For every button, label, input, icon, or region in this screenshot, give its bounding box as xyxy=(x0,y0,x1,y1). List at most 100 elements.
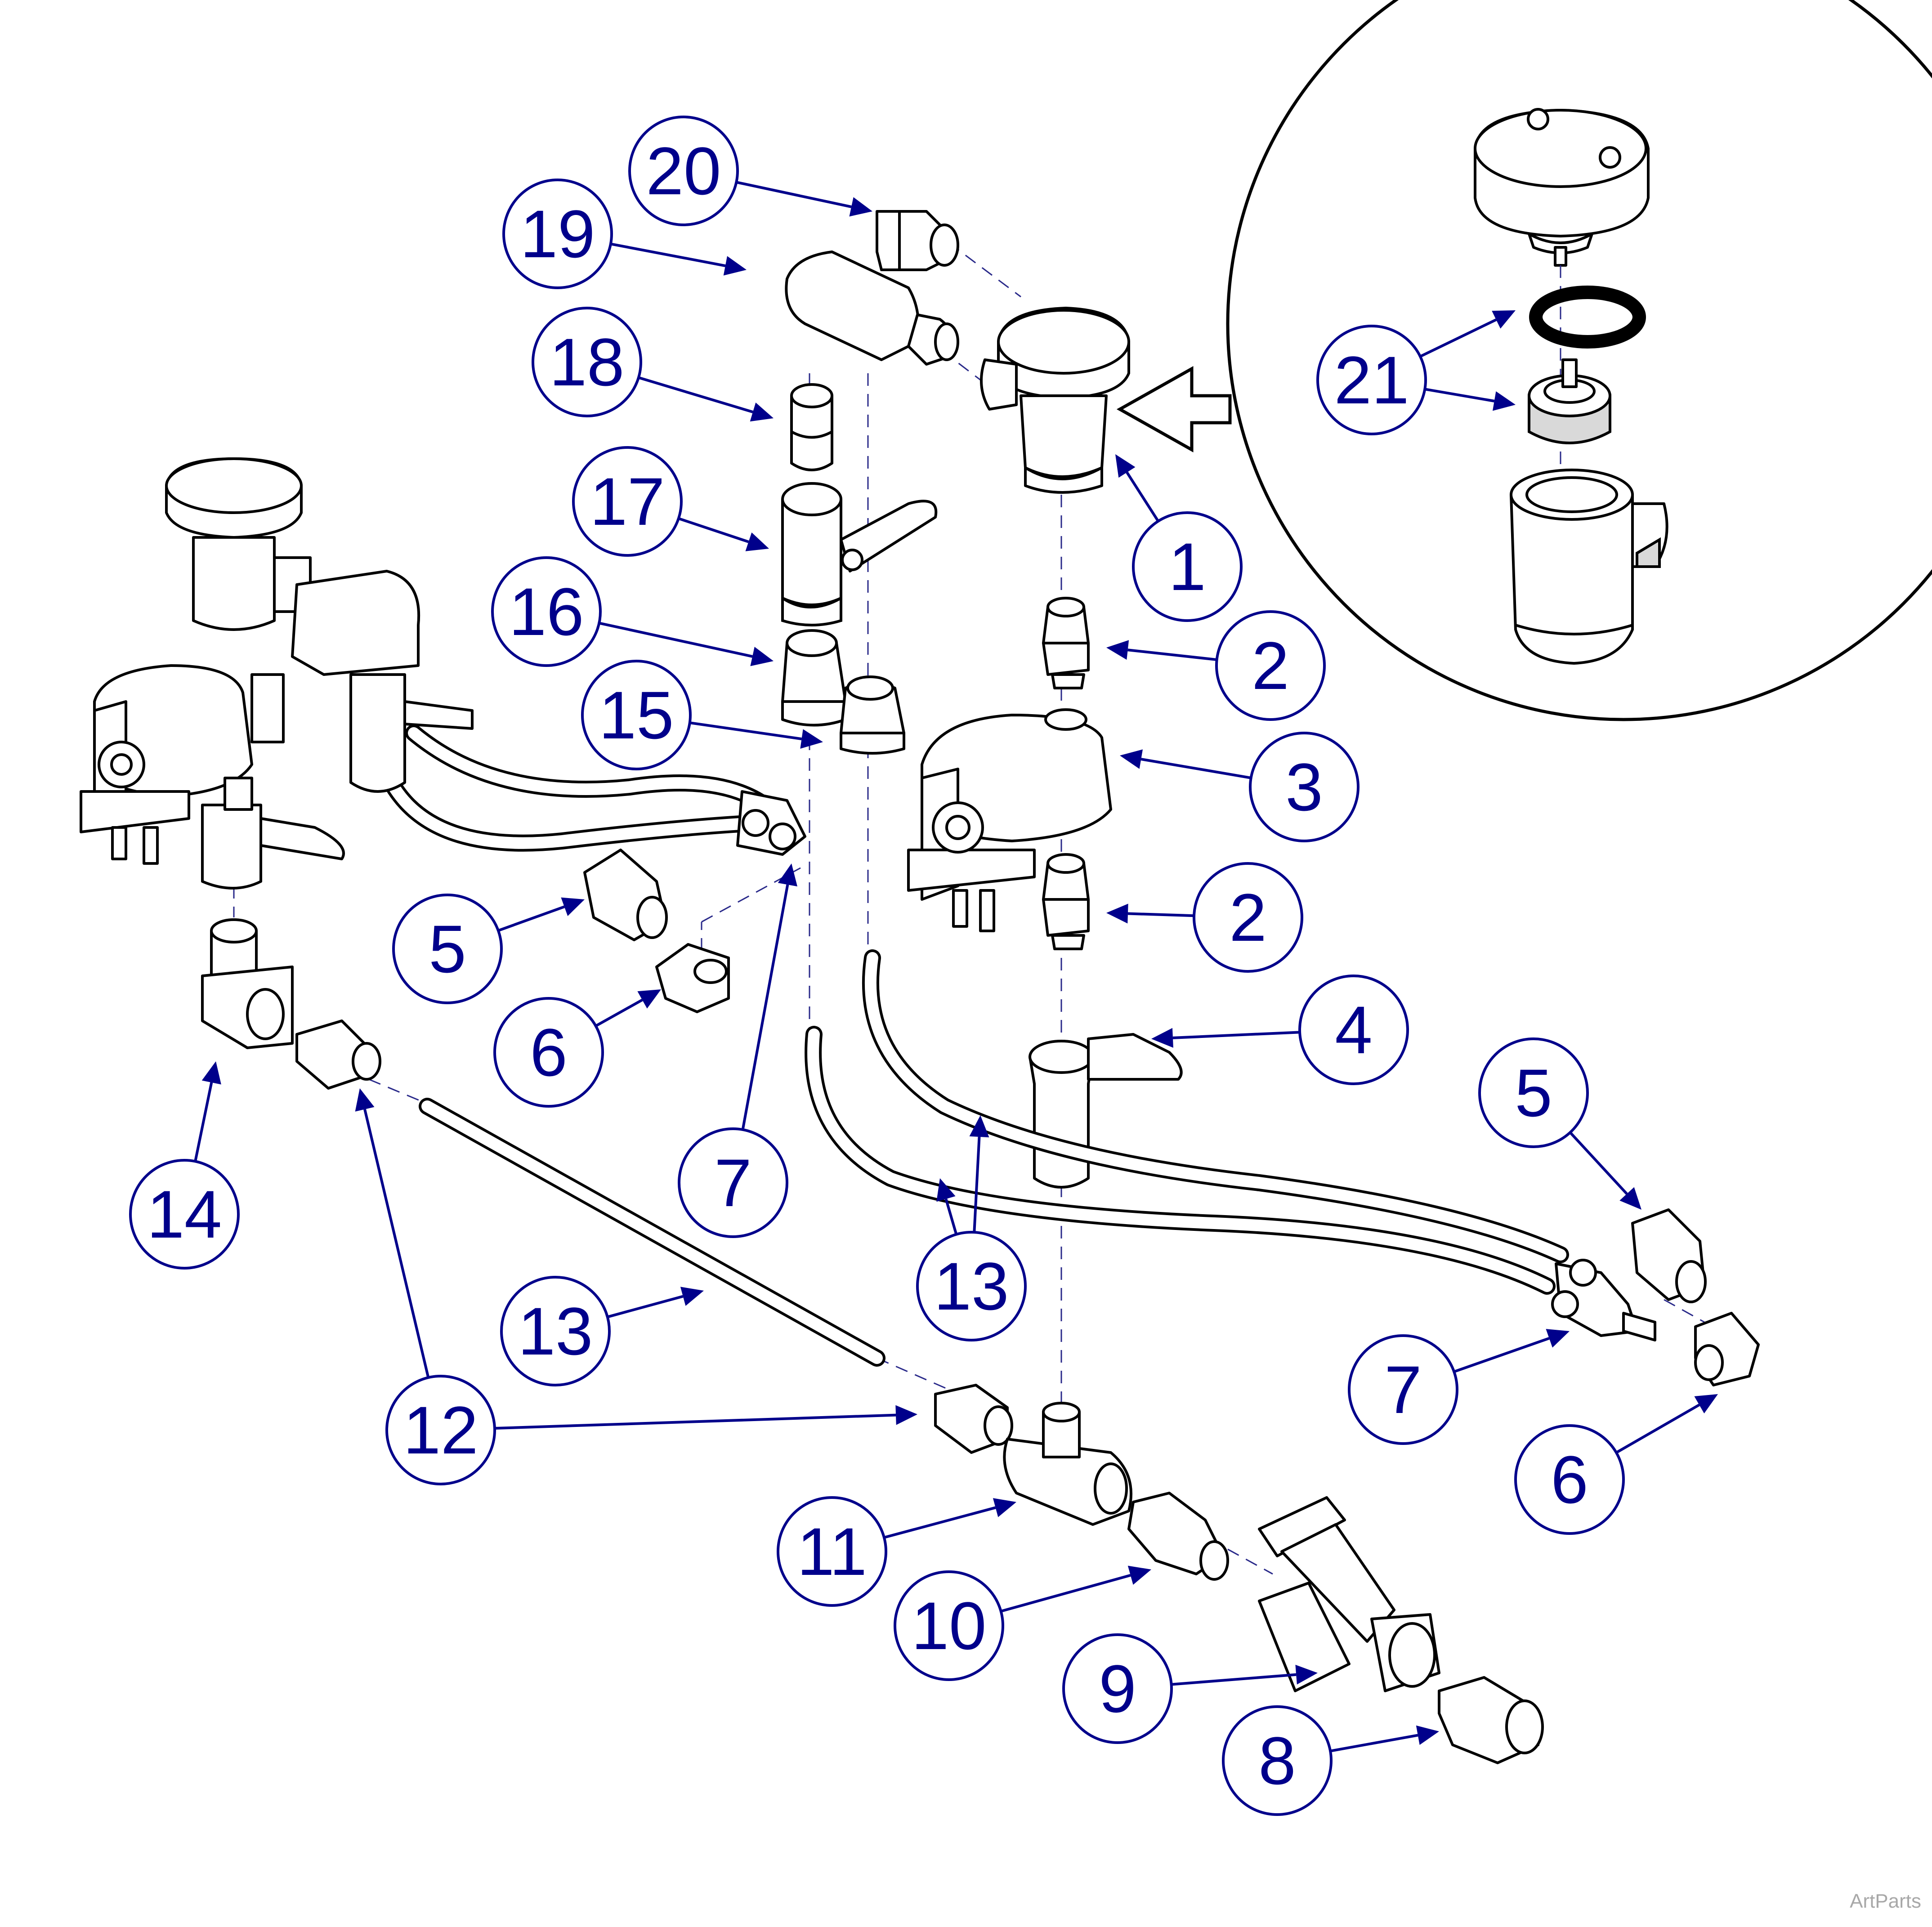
callout-circle-10 xyxy=(894,1570,1004,1681)
part-10-nipple xyxy=(1127,1492,1229,1581)
callout-label-2: 2 xyxy=(1252,628,1289,703)
callout-circle-7 xyxy=(678,1127,788,1238)
leader-arrowhead-5 xyxy=(561,897,585,916)
callout-circle-13 xyxy=(500,1276,611,1386)
leader-line-7 xyxy=(1453,1337,1550,1373)
leader-line-21 xyxy=(1424,388,1495,402)
callout-label-21: 21 xyxy=(1334,342,1409,418)
callout-circle-18 xyxy=(532,307,642,417)
callout-label-17: 17 xyxy=(590,464,665,539)
detail-pointer-arrow xyxy=(1116,366,1232,452)
part-19-tee-block xyxy=(785,250,959,366)
leader-line-7 xyxy=(741,884,789,1130)
leader-arrowhead-4 xyxy=(1151,1028,1173,1048)
leader-arrowhead-7 xyxy=(778,863,797,887)
callout-circle-5 xyxy=(1478,1037,1589,1148)
part-12-fitting-right xyxy=(934,1384,1013,1454)
part-13-tubes xyxy=(419,949,1569,1367)
callout-label-1: 1 xyxy=(1168,529,1206,604)
leader-line-5 xyxy=(1569,1131,1628,1195)
callout-label-4: 4 xyxy=(1335,992,1372,1068)
detail-button-cap xyxy=(1474,108,1650,267)
callout-label-11: 11 xyxy=(797,1514,867,1589)
detail-valve-insert xyxy=(1528,358,1611,444)
part-14-elbow xyxy=(201,918,294,1049)
callout-circle-17 xyxy=(572,446,683,557)
leader-arrowhead-2 xyxy=(1106,903,1128,924)
part-11-tee xyxy=(1003,1402,1132,1526)
leader-line-13 xyxy=(944,1198,958,1235)
leader-line-11 xyxy=(884,1506,996,1539)
callout-label-18: 18 xyxy=(550,324,625,400)
leader-arrowhead-6 xyxy=(1694,1394,1718,1414)
callout-circle-9 xyxy=(1062,1633,1173,1744)
callout-circle-8 xyxy=(1222,1705,1333,1816)
part-9-strainer xyxy=(1258,1496,1440,1692)
leader-arrowhead-10 xyxy=(1127,1565,1151,1585)
leader-arrowhead-15 xyxy=(800,729,823,749)
detail-o-ring xyxy=(1529,286,1646,349)
callout-label-3: 3 xyxy=(1285,749,1323,825)
leader-arrowhead-14 xyxy=(201,1061,221,1085)
callout-label-7: 7 xyxy=(714,1145,751,1221)
callout-circle-2 xyxy=(1193,862,1303,973)
leader-arrowhead-21 xyxy=(1492,391,1516,411)
callout-circle-5 xyxy=(392,894,503,1004)
leader-line-20 xyxy=(736,181,852,208)
callout-label-7: 7 xyxy=(1384,1352,1422,1427)
part-16-fitting xyxy=(781,629,847,727)
part-3-solenoid xyxy=(907,708,1112,932)
assembled-valve-unit xyxy=(80,457,773,890)
callout-circle-11 xyxy=(777,1496,887,1607)
callout-label-10: 10 xyxy=(912,1588,987,1663)
part-5-left-fitting xyxy=(583,849,668,941)
leader-line-14 xyxy=(194,1082,213,1162)
leader-line-12 xyxy=(494,1413,896,1430)
callout-label-13: 13 xyxy=(518,1293,593,1369)
callout-circle-21 xyxy=(1316,325,1427,435)
callout-label-8: 8 xyxy=(1258,1723,1296,1798)
part-7-left-wye xyxy=(736,790,806,856)
leader-arrowhead-5 xyxy=(1619,1187,1641,1210)
callout-circle-6 xyxy=(1514,1424,1625,1535)
part-5-right-fitting xyxy=(1631,1208,1707,1303)
leader-line-8 xyxy=(1330,1734,1418,1753)
part-6-right-elbow xyxy=(1694,1312,1760,1386)
leader-line-18 xyxy=(638,376,753,414)
leader-line-1 xyxy=(1126,471,1159,522)
leader-line-6 xyxy=(1615,1404,1700,1454)
callout-circle-15 xyxy=(581,660,692,770)
callout-label-6: 6 xyxy=(1551,1442,1588,1517)
part-20-fitting xyxy=(876,210,959,271)
part-7-right-wye xyxy=(1551,1259,1656,1341)
leader-arrowhead-11 xyxy=(993,1498,1016,1517)
callout-circle-4 xyxy=(1298,975,1409,1085)
callout-circle-7 xyxy=(1348,1334,1458,1445)
leader-arrowhead-16 xyxy=(750,647,774,666)
leader-line-13 xyxy=(607,1295,684,1319)
leader-arrowhead-13 xyxy=(936,1178,956,1202)
callout-circle-3 xyxy=(1249,732,1360,842)
part-2-upper-nipple xyxy=(1042,597,1090,689)
callout-circle-16 xyxy=(491,556,602,667)
leader-line-2 xyxy=(1127,648,1217,661)
leader-arrowhead-21 xyxy=(1492,310,1516,329)
leader-line-9 xyxy=(1171,1673,1297,1686)
part-1-valve-head xyxy=(980,307,1130,494)
watermark: ArtParts xyxy=(1850,1890,1921,1912)
leader-arrowhead-12 xyxy=(895,1405,917,1425)
part-12-fitting-left xyxy=(295,1019,381,1090)
leader-line-19 xyxy=(610,242,726,267)
leader-arrowhead-9 xyxy=(1295,1664,1318,1685)
callout-label-2: 2 xyxy=(1229,880,1266,955)
leader-line-6 xyxy=(595,998,643,1027)
callout-circle-13 xyxy=(916,1231,1027,1341)
callout-label-14: 14 xyxy=(147,1176,222,1252)
leader-line-2 xyxy=(1127,912,1194,917)
leader-line-3 xyxy=(1140,758,1252,779)
callout-label-6: 6 xyxy=(530,1015,567,1090)
leader-line-16 xyxy=(599,621,753,658)
leader-line-4 xyxy=(1172,1031,1300,1039)
